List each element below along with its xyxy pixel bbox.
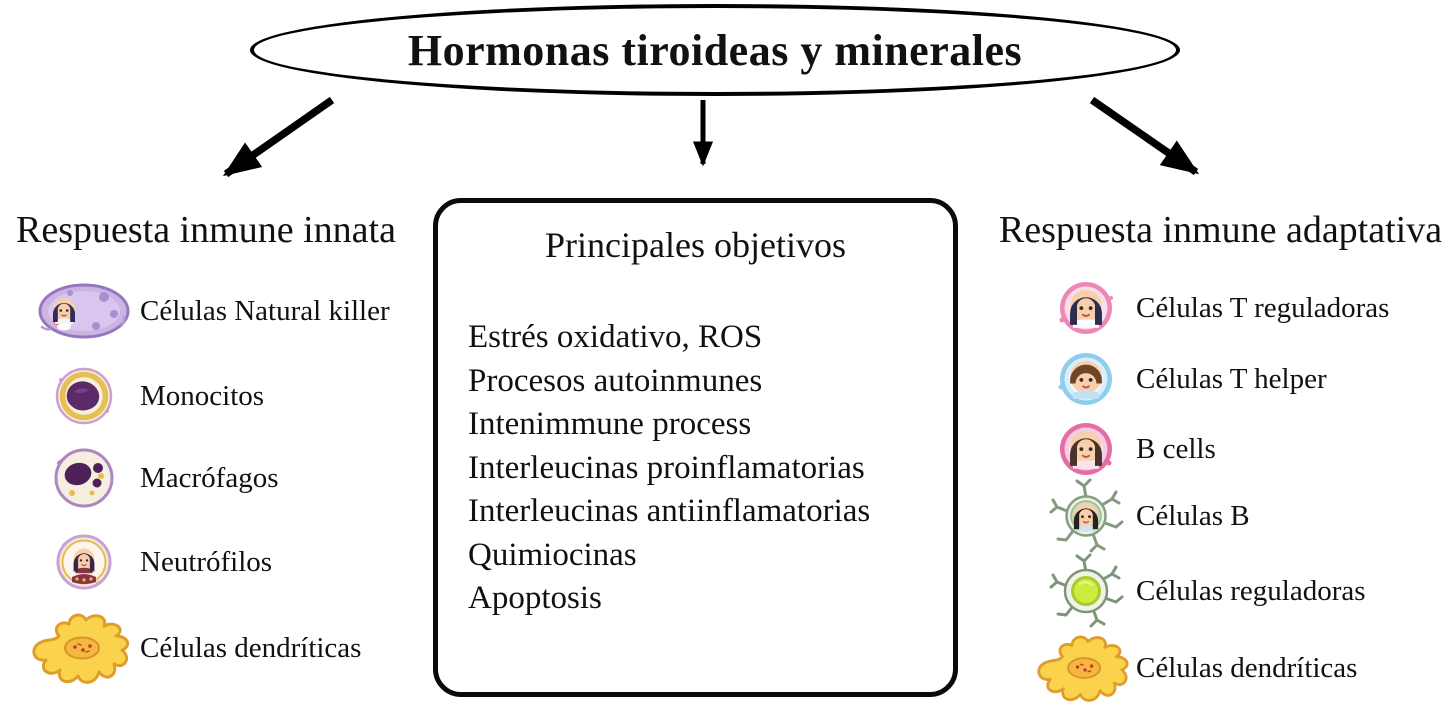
objective-item: Intenimmune process bbox=[468, 406, 752, 442]
regulatory-cell-icon bbox=[1044, 553, 1128, 629]
neutrophil-icon bbox=[36, 533, 132, 591]
objective-item: Estrés oxidativo, ROS bbox=[468, 319, 763, 355]
adaptive-response-heading: Respuesta inmune adaptativa bbox=[998, 209, 1443, 251]
cell-label: Células reguladoras bbox=[1136, 574, 1366, 607]
cell-label: B cells bbox=[1136, 432, 1216, 465]
cell-label: Células T reguladoras bbox=[1136, 291, 1390, 324]
innate-response-heading: Respuesta inmune innata bbox=[16, 209, 396, 251]
diagram-title: Hormonas tiroideas y minerales bbox=[407, 25, 1023, 75]
t-helper-cell-icon bbox=[1044, 350, 1128, 408]
list-item-dendritic-right: Células dendríticas bbox=[1037, 628, 1358, 704]
title-ellipse: Hormonas tiroideas y minerales bbox=[250, 4, 1180, 96]
t-regulatory-cell-icon bbox=[1044, 279, 1128, 337]
list-item-b-cell-spiky: Células B bbox=[1044, 476, 1250, 556]
arrow-to-adaptive bbox=[1089, 96, 1200, 176]
objective-item: Quimiocinas bbox=[468, 536, 637, 573]
cell-label: Neutrófilos bbox=[140, 545, 273, 578]
list-item-regulatory: Células reguladoras bbox=[1044, 551, 1366, 631]
cell-label: Células dendríticas bbox=[140, 631, 362, 664]
objectives-heading: Principales objetivos bbox=[545, 225, 846, 265]
objective-item: Interleucinas antiinflamatorias bbox=[468, 493, 871, 529]
monocyte-icon bbox=[36, 366, 132, 426]
b-cell-pink-icon bbox=[1044, 420, 1128, 478]
list-item-macrophage: Macrófagos bbox=[36, 438, 279, 518]
nk-cell-icon bbox=[36, 281, 132, 341]
objective-item: Apoptosis bbox=[468, 580, 602, 616]
list-item-nk-cell: Células Natural killer bbox=[36, 271, 390, 351]
list-item-dendritic-left: Células dendríticas bbox=[32, 608, 362, 688]
objective-item: Interleucinas proinflamatorias bbox=[468, 449, 865, 486]
b-cell-spiky-icon bbox=[1044, 478, 1128, 553]
list-item-monocyte: Monocitos bbox=[36, 356, 264, 436]
list-item-neutrophil: Neutrófilos bbox=[36, 522, 272, 602]
objective-item: Procesos autoinmunes bbox=[468, 362, 763, 399]
dendritic-cell-icon bbox=[32, 610, 132, 686]
list-item-t-helper: Células T helper bbox=[1044, 339, 1327, 419]
cell-label: Células T helper bbox=[1136, 362, 1327, 395]
list-item-t-regulatory: Células T reguladoras bbox=[1044, 268, 1389, 348]
cell-label: Macrófagos bbox=[140, 461, 279, 494]
macrophage-icon bbox=[36, 447, 132, 509]
objectives-list: Estrés oxidativo, ROS Procesos autoinmun… bbox=[468, 316, 953, 621]
dendritic-cell-icon bbox=[1037, 632, 1129, 704]
main-objectives-box: Principales objetivos Estrés oxidativo, … bbox=[433, 198, 958, 697]
list-item-b-cells: B cells bbox=[1044, 409, 1216, 489]
cell-label: Monocitos bbox=[140, 379, 265, 412]
arrow-to-innate bbox=[222, 96, 335, 178]
cell-label: Células B bbox=[1136, 499, 1250, 532]
cell-label: Células Natural killer bbox=[140, 294, 390, 327]
cell-label: Células dendríticas bbox=[1136, 651, 1358, 684]
